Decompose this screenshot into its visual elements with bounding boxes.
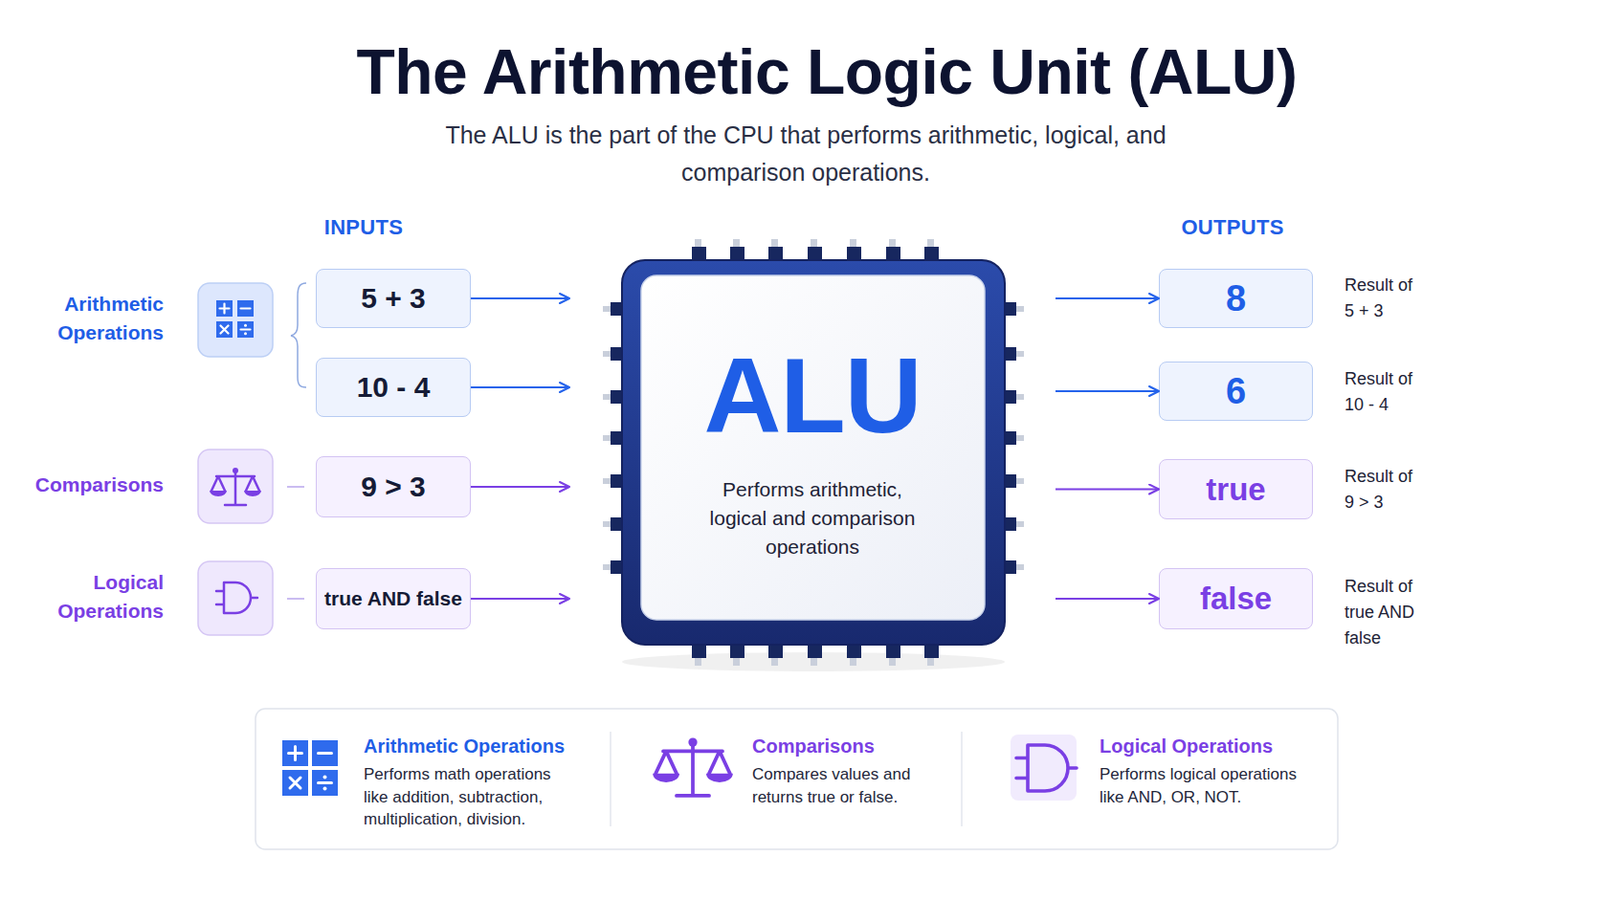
flow-arrow (470, 386, 570, 389)
output-box: 6 (1158, 361, 1313, 422)
section-text: Performs math operations like addition, … (363, 763, 570, 832)
result-note: Result of 10 - 4 (1344, 366, 1422, 419)
scale-icon (652, 737, 734, 796)
summary-section: Arithmetic OperationsPerforms math opera… (363, 734, 570, 832)
calculator-icon (282, 740, 338, 797)
input-expression: 5 + 3 (360, 282, 426, 315)
icon-tile (198, 449, 273, 524)
scale-frame (655, 744, 731, 797)
icon-tile (1010, 734, 1077, 801)
divide-dot (244, 332, 247, 335)
flow-arrow (470, 598, 570, 600)
section-heading: Arithmetic Operations (363, 734, 570, 758)
section-heading: Logical Operations (1099, 734, 1311, 758)
output-value: false (1200, 580, 1272, 618)
group-bracket (290, 283, 307, 388)
flow-arrow (1055, 390, 1159, 393)
result-note: Result of 5 + 3 (1344, 272, 1422, 325)
category-label: Comparisons (20, 470, 164, 500)
input-box: 9 > 3 (315, 456, 471, 518)
input-expression: true AND false (324, 587, 463, 611)
scale-pans (652, 774, 734, 783)
result-note: Result of true AND false (1344, 574, 1422, 652)
category-label: Arithmetic Operations (20, 289, 164, 348)
flow-arrow (1055, 297, 1159, 300)
chip-body (622, 260, 1005, 645)
icon-tile (198, 561, 273, 636)
result-note: Result of 9 > 3 (1344, 464, 1422, 516)
calculator-symbols (288, 747, 333, 790)
input-expression: 10 - 4 (356, 371, 431, 404)
scale-icon (209, 467, 262, 506)
scale-knob (688, 737, 697, 747)
and-gate-symbol (1016, 745, 1077, 792)
flow-arrow (1055, 488, 1159, 491)
flow-arrow (470, 297, 570, 300)
leader-dash (287, 598, 305, 600)
chip-pins (610, 246, 1017, 659)
input-expression: 9 > 3 (360, 470, 426, 504)
output-box: 8 (1158, 268, 1313, 329)
diagram-title: The Arithmetic Logic Unit (ALU) (0, 34, 1600, 111)
icon-tile (198, 283, 273, 357)
leader-dash (287, 486, 305, 489)
chip-description: Performs arithmetic, logical and compari… (697, 475, 928, 562)
calculator-symbols (220, 304, 251, 334)
chip-title: ALU (569, 342, 1056, 450)
category-label: Logical Operations (20, 568, 164, 626)
calculator-icon (216, 300, 254, 338)
input-box: 5 + 3 (315, 268, 471, 329)
input-box: 10 - 4 (315, 357, 471, 418)
summary-panel (255, 709, 1338, 850)
column-heading: INPUTS (287, 215, 441, 241)
section-heading: Comparisons (752, 734, 934, 758)
scale-frame (211, 471, 260, 506)
divide-dot (323, 787, 328, 792)
column-heading: OUTPUTS (1155, 215, 1310, 241)
divide-dot (323, 776, 328, 780)
section-text: Performs logical operations like AND, OR… (1099, 763, 1311, 809)
scale-pans (209, 490, 262, 497)
chip-pin-tips (602, 239, 1024, 667)
and-gate-icon (216, 582, 258, 614)
flow-arrow (470, 486, 570, 489)
output-value: 8 (1225, 278, 1246, 320)
connector-group (470, 298, 1159, 600)
alu-chip: ALU Performs arithmetic, logical and comp… (569, 244, 1056, 662)
flow-arrow (1055, 598, 1159, 600)
output-value: 6 (1225, 371, 1246, 413)
and-gate-icon (1016, 745, 1077, 792)
divide-dot (244, 324, 247, 328)
panel-divider (610, 732, 962, 827)
output-value: true (1205, 471, 1266, 509)
section-text: Compares values and returns true or fals… (752, 763, 934, 809)
output-box: false (1158, 568, 1313, 630)
summary-section: Logical OperationsPerforms logical opera… (1099, 734, 1311, 809)
output-box: true (1158, 459, 1313, 520)
input-box: true AND false (315, 568, 471, 630)
summary-section: ComparisonsCompares values and returns t… (752, 734, 934, 809)
and-gate-symbol (216, 582, 258, 614)
diagram-subtitle: The ALU is the part of the CPU that perf… (408, 116, 1203, 192)
scale-knob (232, 467, 239, 474)
